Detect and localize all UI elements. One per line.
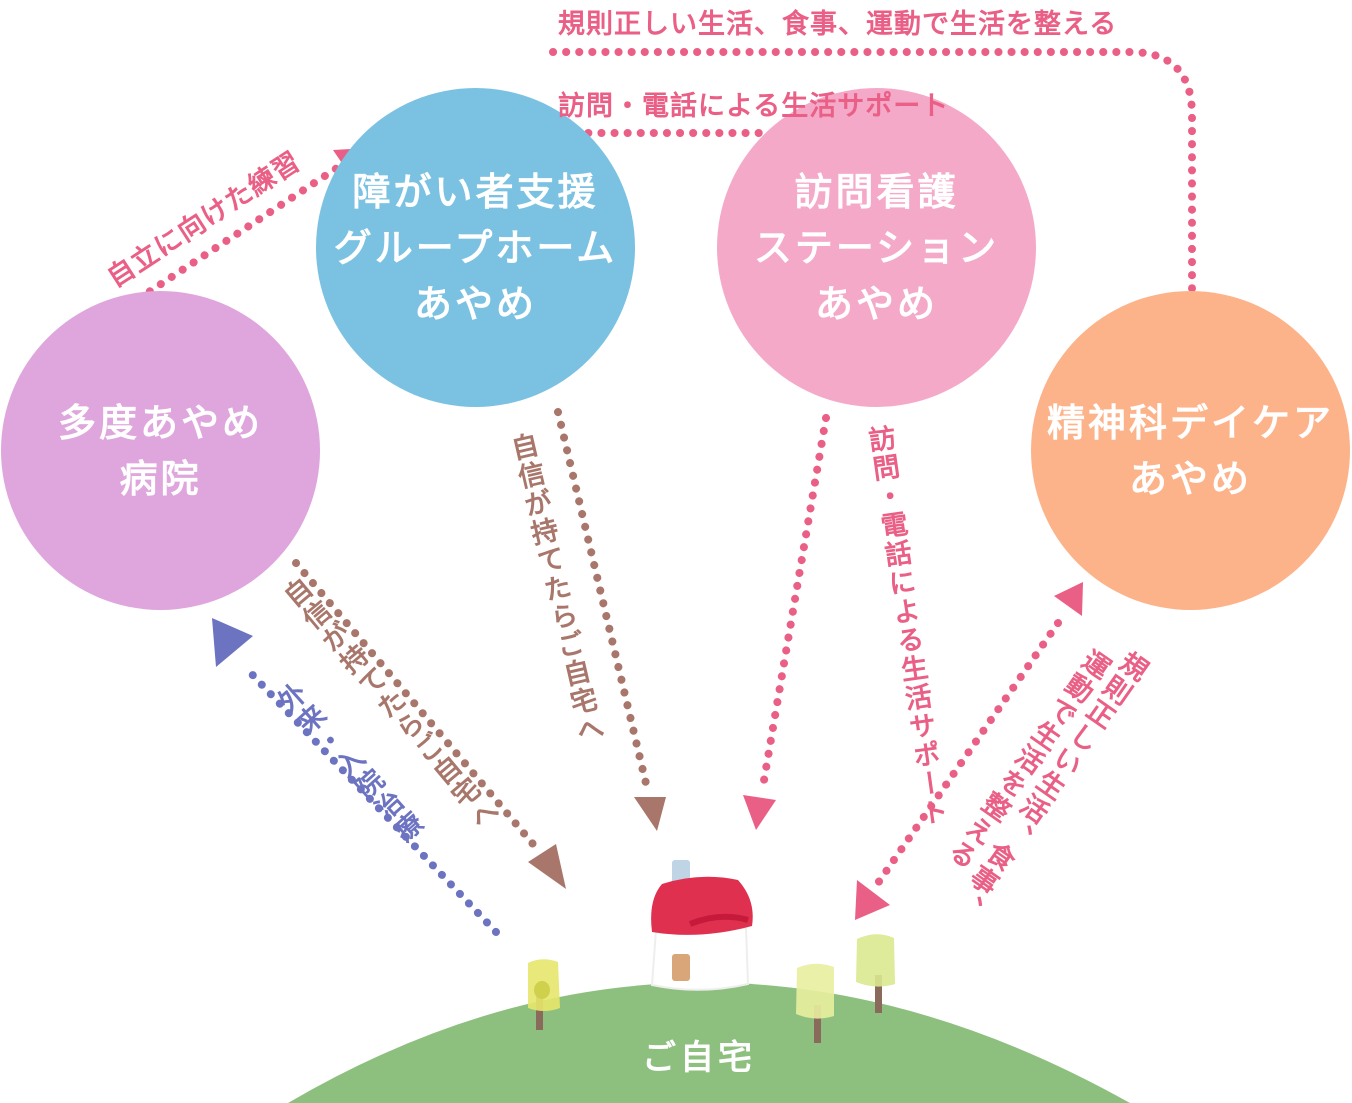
tree-icon-middle bbox=[796, 963, 834, 1043]
arrow-hospital-to-home bbox=[292, 559, 566, 889]
arrow-outpatient bbox=[212, 618, 500, 936]
node-group-home-line1: 障がい者支援 bbox=[352, 169, 599, 214]
node-group-home-line3: あやめ bbox=[413, 281, 537, 326]
edge-label-top-visit: 訪問・電話による生活サポート bbox=[558, 91, 950, 122]
node-group-home-line2: グループホーム bbox=[333, 225, 618, 270]
house-icon bbox=[650, 860, 753, 991]
node-group-home: 障がい者支援 グループホーム あやめ bbox=[316, 88, 635, 407]
tree-icon-left bbox=[528, 959, 560, 1030]
node-hospital-line1: 多度あやめ bbox=[57, 400, 263, 445]
node-nursing-line2: ステーション bbox=[753, 225, 1000, 270]
arrow-daycare-home bbox=[855, 582, 1083, 920]
node-daycare-line1: 精神科デイケア bbox=[1046, 400, 1334, 445]
node-daycare-line2: あやめ bbox=[1128, 456, 1252, 501]
home-ground bbox=[288, 982, 1130, 1103]
node-nursing-station: 訪問看護 ステーション あやめ bbox=[717, 88, 1036, 407]
node-hospital: 多度あやめ 病院 bbox=[1, 291, 320, 610]
node-hospital-line2: 病院 bbox=[119, 456, 202, 501]
tree-icon-right bbox=[856, 934, 895, 1013]
node-nursing-line1: 訪問看護 bbox=[794, 169, 959, 214]
arrow-nursing-to-home bbox=[743, 414, 830, 830]
node-nursing-line3: あやめ bbox=[814, 281, 938, 326]
node-daycare: 精神科デイケア あやめ bbox=[1031, 291, 1350, 610]
node-home-label: ご自宅 bbox=[642, 1038, 756, 1078]
edge-label-top-lifestyle: 規則正しい生活、食事、運動で生活を整える bbox=[558, 9, 1118, 40]
arrow-gh-to-home bbox=[554, 408, 666, 831]
